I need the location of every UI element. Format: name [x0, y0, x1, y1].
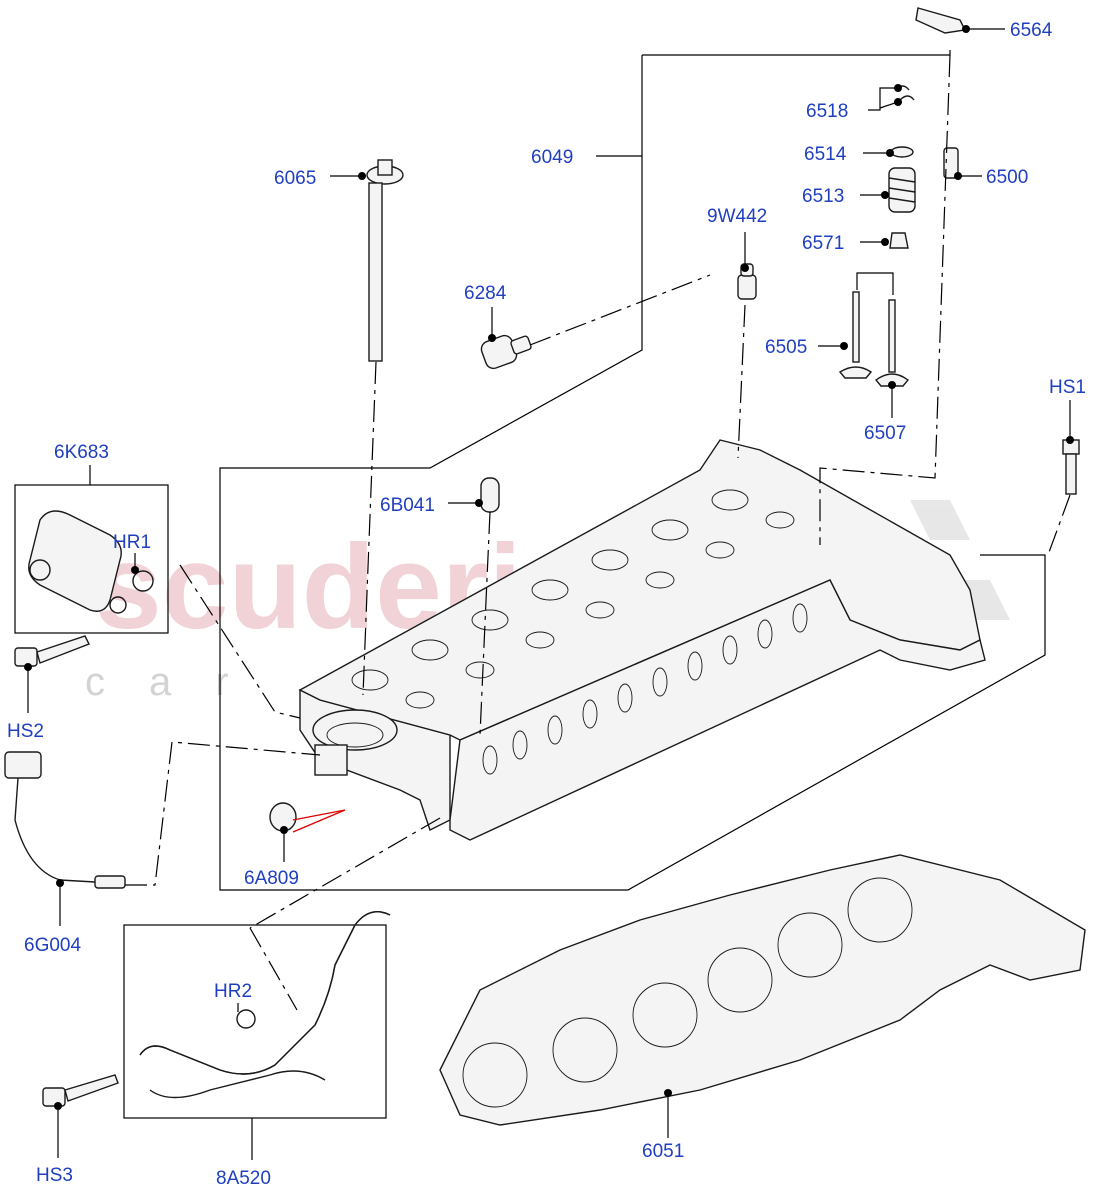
part-HR1-ring: [132, 570, 154, 592]
red-indicator-lines: [292, 809, 346, 833]
part-8A520-pipe: [139, 911, 391, 1099]
alignment-lines: [125, 54, 1071, 1011]
leader-6049-left: [219, 55, 1046, 891]
label-6505[interactable]: 6505: [765, 337, 807, 358]
label-6571[interactable]: 6571: [802, 233, 844, 254]
part-6500-lifter: [943, 147, 959, 179]
label-HS2[interactable]: HS2: [7, 721, 44, 742]
part-6513-spring: [888, 167, 916, 213]
label-6500[interactable]: 6500: [986, 167, 1028, 188]
cylinder-head: [298, 439, 986, 841]
label-6B041[interactable]: 6B041: [380, 495, 435, 516]
label-HR1[interactable]: HR1: [113, 532, 151, 553]
head-gasket: [439, 854, 1086, 1126]
label-HR2[interactable]: HR2: [214, 981, 252, 1002]
label-6518[interactable]: 6518: [806, 101, 848, 122]
label-6K683[interactable]: 6K683: [54, 442, 109, 463]
part-HS3-bolt: [42, 1074, 119, 1107]
label-6G004[interactable]: 6G004: [24, 935, 81, 956]
part-6507-valve: [874, 299, 910, 387]
label-HS1[interactable]: HS1: [1049, 377, 1086, 398]
label-9W442[interactable]: 9W442: [707, 206, 767, 227]
label-6284[interactable]: 6284: [464, 283, 507, 304]
part-6K683-hose: [28, 510, 127, 614]
label-6A809[interactable]: 6A809: [244, 868, 299, 889]
label-6507[interactable]: 6507: [864, 423, 906, 444]
leader-6049-frame: [642, 50, 951, 56]
label-6514[interactable]: 6514: [804, 144, 847, 165]
part-6514-retainer: [890, 146, 914, 158]
part-HS2-bolt: [14, 635, 90, 667]
label-6065[interactable]: 6065: [274, 168, 316, 189]
leader-lines: [24, 25, 1074, 1160]
part-HS1-bolt: [1062, 439, 1080, 495]
label-6564[interactable]: 6564: [1010, 20, 1053, 41]
box-8A520: [123, 924, 387, 1119]
part-6564-rocker: [915, 7, 967, 34]
label-6051[interactable]: 6051: [642, 1141, 684, 1162]
label-HS3[interactable]: HS3: [36, 1165, 73, 1186]
part-6065-bolt: [366, 159, 404, 362]
label-6513[interactable]: 6513: [802, 186, 844, 207]
label-8A520[interactable]: 8A520: [216, 1168, 271, 1189]
part-6G004-sensor: [4, 751, 126, 889]
label-6049[interactable]: 6049: [531, 147, 573, 168]
part-6B041-dowel: [480, 477, 500, 513]
part-6571-seal: [889, 232, 909, 249]
part-6284-sensor: [480, 334, 532, 370]
part-labels: 6564 6518 6514 6500 6513 6571 6049 6065 …: [7, 20, 1086, 1189]
part-HR2-ring: [236, 1009, 256, 1029]
part-6505-valve: [838, 291, 873, 379]
box-6K683: [14, 484, 169, 634]
